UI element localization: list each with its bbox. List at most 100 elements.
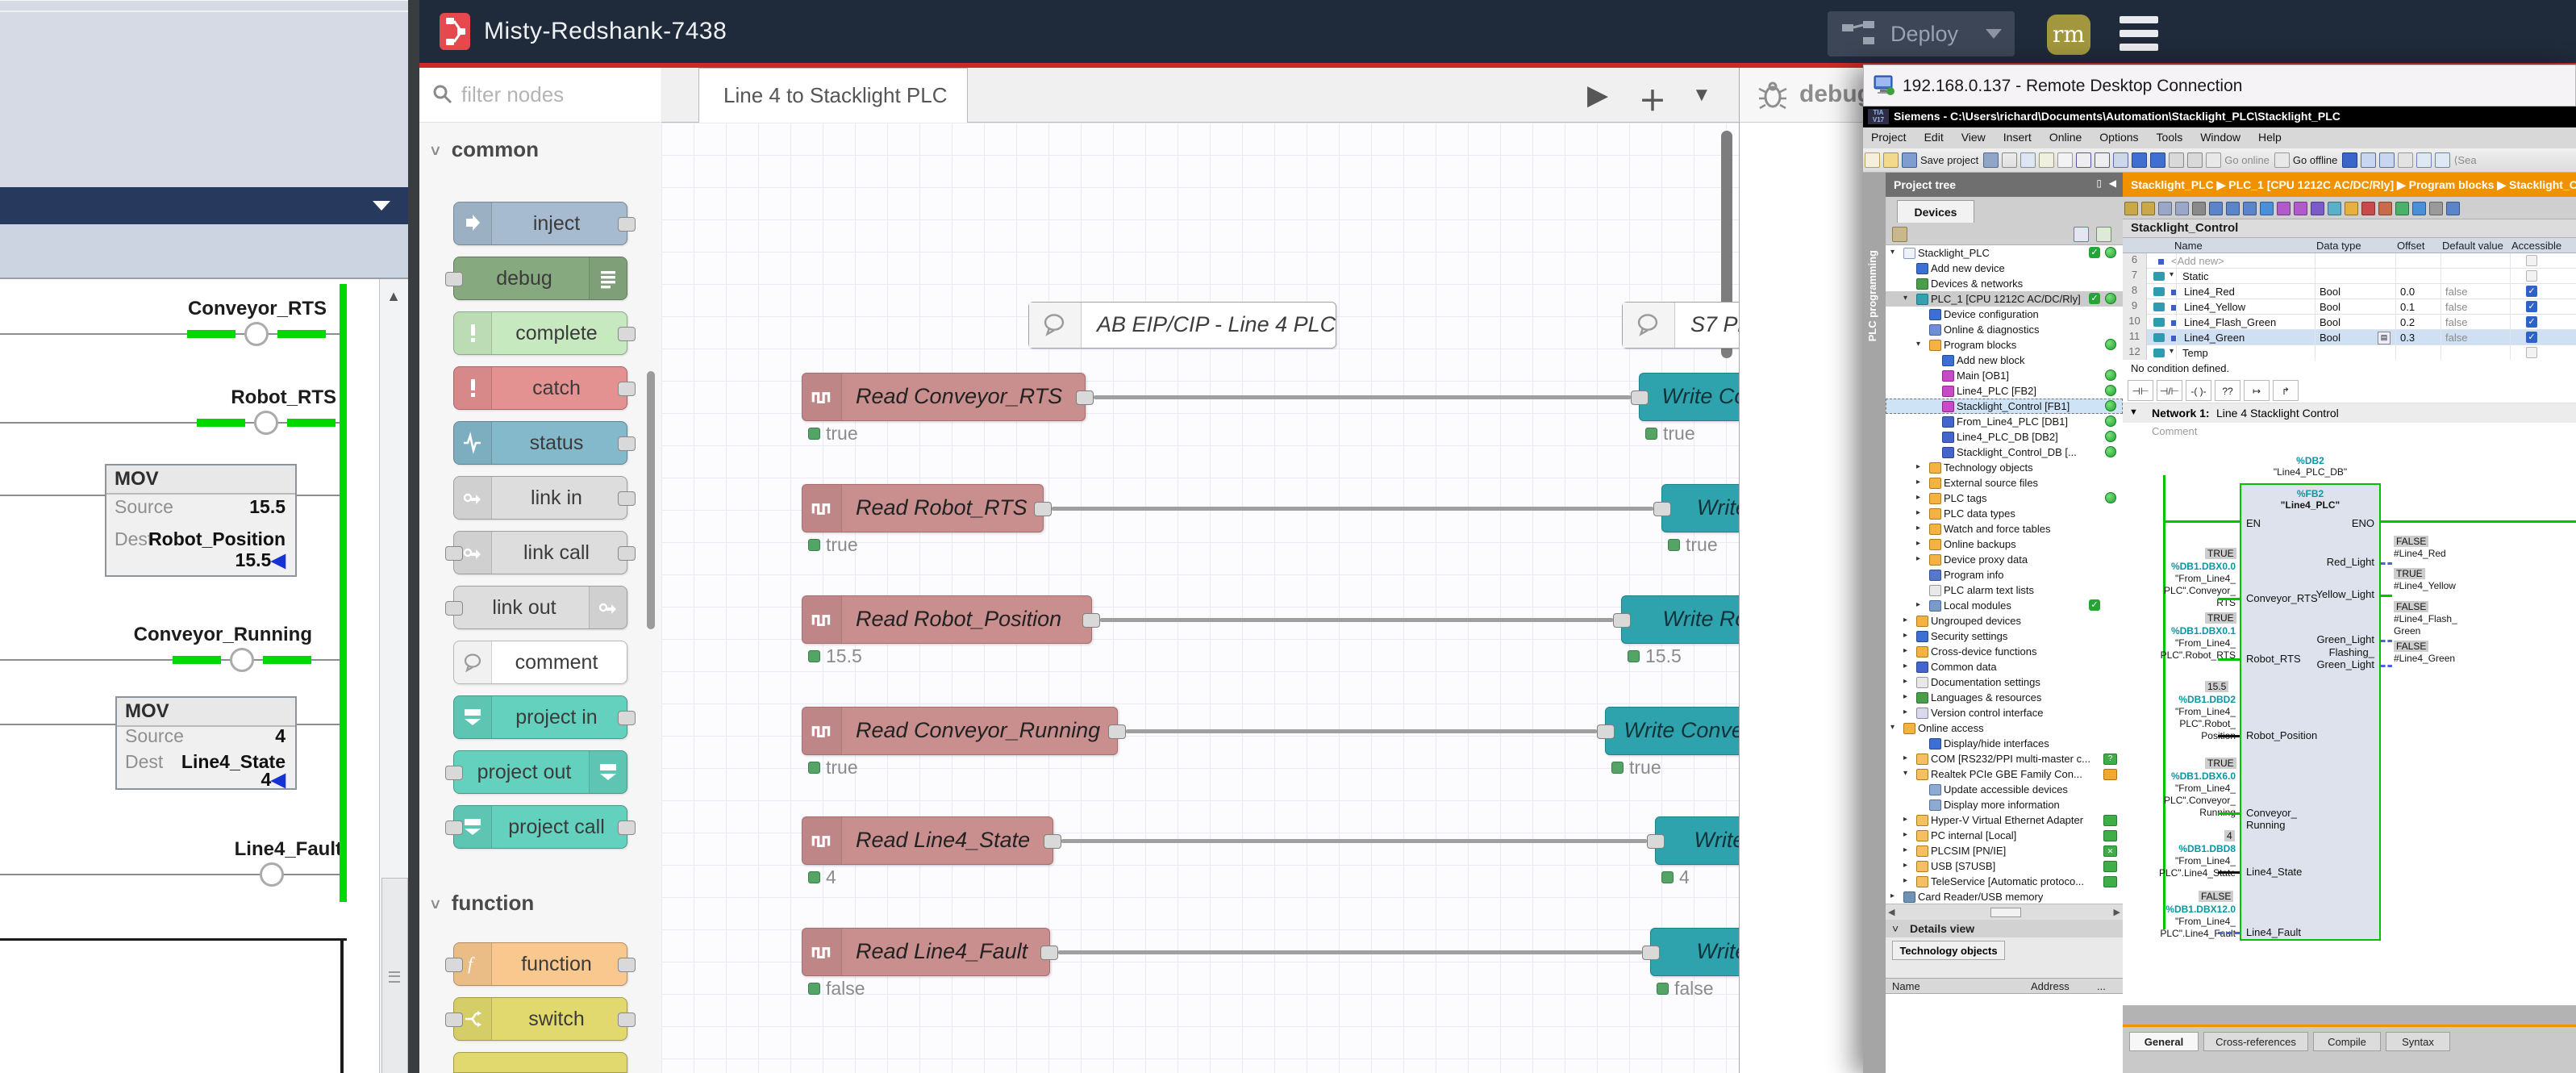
- tree-item-stacklight-control-fb1-[interactable]: Stacklight_Control [FB1]: [1886, 399, 2123, 414]
- paste-icon[interactable]: [2039, 152, 2054, 168]
- editor-tool-icon[interactable]: [2395, 202, 2409, 215]
- start-cpu-icon[interactable]: [2169, 152, 2184, 168]
- editor-tool-icon[interactable]: [2429, 202, 2443, 215]
- editor-tool-icon[interactable]: [2294, 202, 2307, 215]
- editor-tool-icon[interactable]: [2158, 202, 2172, 215]
- mov-instruction[interactable]: MOVSource4DestLine4_State4◀: [115, 696, 297, 790]
- editor-tool-icon[interactable]: [2446, 202, 2460, 215]
- tree-item-cross-device-functions[interactable]: ▸Cross-device functions: [1886, 644, 2123, 659]
- output-coil[interactable]: [230, 648, 254, 672]
- menu-project[interactable]: Project: [1871, 131, 1907, 144]
- tree-item-line4-plc-db-db2-[interactable]: Line4_PLC_DB [DB2]: [1886, 429, 2123, 445]
- go-online-label[interactable]: Go online: [2224, 154, 2270, 166]
- tree-item-devices-networks[interactable]: Devices & networks: [1886, 276, 2123, 291]
- output-coil[interactable]: [254, 411, 278, 435]
- upload-icon[interactable]: [2150, 152, 2165, 168]
- accessible-checkbox[interactable]: [2526, 347, 2537, 358]
- node-output-port[interactable]: [618, 217, 636, 232]
- tree-item-plc-1-cpu-1212c-ac-dc-rly-[interactable]: ▾PLC_1 [CPU 1212C AC/DC/Rly]✓: [1886, 291, 2123, 307]
- expander-icon[interactable]: ▸: [1916, 478, 1920, 486]
- node-output-port[interactable]: [1108, 724, 1126, 739]
- write-node[interactable]: Write Robot_RTS: [1661, 484, 1739, 532]
- palette-node-debug[interactable]: debug: [453, 257, 627, 300]
- node-output-port[interactable]: [1076, 390, 1094, 405]
- editor-tool-icon[interactable]: [2378, 202, 2392, 215]
- expander-icon[interactable]: ▸: [1916, 493, 1920, 502]
- expander-icon[interactable]: ▾: [2170, 270, 2174, 279]
- column-data-type[interactable]: Data type: [2316, 240, 2361, 252]
- window-split2-icon[interactable]: [2379, 152, 2395, 168]
- avatar[interactable]: rm: [2047, 15, 2090, 55]
- expander-icon[interactable]: ▸: [1916, 600, 1920, 609]
- tree-item-add-new-block[interactable]: Add new block: [1886, 353, 2123, 368]
- expander-icon[interactable]: ▸: [1903, 662, 1907, 670]
- menu-icon[interactable]: [2120, 16, 2158, 53]
- download-icon[interactable]: [2132, 152, 2147, 168]
- palette-node-project-call[interactable]: project call: [453, 805, 627, 849]
- tia-title-bar[interactable]: TIA V17 Siemens - C:\Users\richard\Docum…: [1863, 106, 2576, 127]
- tree-item-main-ob1-[interactable]: Main [OB1]: [1886, 368, 2123, 383]
- expander-icon[interactable]: ▸: [1916, 524, 1920, 532]
- print-icon[interactable]: [1983, 152, 1999, 168]
- go-online-plug-icon[interactable]: [2206, 152, 2221, 168]
- write-node[interactable]: Write Line4_Fault: [1650, 928, 1739, 976]
- palette-node-function[interactable]: ffunction: [453, 942, 627, 986]
- project-tree-hscrollbar[interactable]: ◀ ▶: [1886, 904, 2123, 920]
- expander-icon[interactable]: ▸: [1903, 861, 1907, 870]
- menu-online[interactable]: Online: [2049, 131, 2082, 144]
- tree-item-online-backups[interactable]: ▸Online backups: [1886, 536, 2123, 552]
- tree-expand-icon[interactable]: [2096, 227, 2111, 242]
- node-output-port[interactable]: [618, 327, 636, 341]
- cut-icon[interactable]: [2002, 152, 2017, 168]
- cross-ref-icon[interactable]: [2398, 152, 2413, 168]
- ladder-canvas[interactable]: Conveyor_RTSRobot_RTSConveyor_RunningLin…: [0, 279, 379, 1073]
- palette-node-inject[interactable]: inject: [453, 202, 627, 245]
- node-output-port[interactable]: [1082, 613, 1100, 628]
- editor-tool-icon[interactable]: [2260, 202, 2274, 215]
- node-input-port[interactable]: [445, 1012, 463, 1027]
- window-split-icon[interactable]: [2361, 152, 2376, 168]
- instruction-button[interactable]: ⊣⊢: [2128, 380, 2153, 401]
- menu-options[interactable]: Options: [2099, 131, 2138, 144]
- tab-compile[interactable]: Compile: [2313, 1032, 2381, 1051]
- editor-tool-icon[interactable]: [2124, 202, 2138, 215]
- network-collapse-icon[interactable]: ▼: [2129, 407, 2138, 417]
- tree-item-local-modules[interactable]: ▸Local modules✓: [1886, 598, 2123, 613]
- scrollbar-thumb[interactable]: [1990, 908, 2021, 917]
- tree-item-online-access[interactable]: ▾Online access: [1886, 720, 2123, 736]
- tree-item-plcsim-pn-ie-[interactable]: ▸PLCSIM [PN/IE]✕: [1886, 843, 2123, 858]
- open-project-icon[interactable]: [1883, 152, 1899, 168]
- tag-row-Line4-Yellow[interactable]: 9Line4_YellowBool0.1false✓: [2123, 299, 2576, 315]
- expander-icon[interactable]: ▾: [1890, 723, 1894, 732]
- accessible-checkbox[interactable]: ✓: [2526, 301, 2537, 312]
- write-node[interactable]: Write Line4_State: [1655, 816, 1739, 865]
- column-offset[interactable]: Offset: [2397, 240, 2424, 252]
- editor-tool-icon[interactable]: [2175, 202, 2189, 215]
- tree-item-add-new-device[interactable]: Add new device: [1886, 261, 2123, 276]
- expander-icon[interactable]: ▸: [1903, 876, 1907, 885]
- palette-node-project-in[interactable]: project in: [453, 695, 627, 739]
- accessible-checkbox[interactable]: [2526, 255, 2537, 266]
- palette-node-link-in[interactable]: link in: [453, 476, 627, 520]
- tree-view-icon[interactable]: [2074, 227, 2089, 242]
- expander-icon[interactable]: ▸: [1903, 815, 1907, 824]
- tab-syntax[interactable]: Syntax: [2386, 1032, 2450, 1051]
- menu-window[interactable]: Window: [2200, 131, 2240, 144]
- copy-icon[interactable]: [2020, 152, 2036, 168]
- tab-devices[interactable]: Devices: [1897, 200, 1974, 223]
- chevron-down-icon[interactable]: ˅: [1892, 922, 1899, 935]
- node-input-port[interactable]: [1653, 502, 1671, 516]
- deploy-button[interactable]: Deploy: [1828, 11, 2015, 56]
- run-icon[interactable]: ▶: [1587, 79, 1608, 111]
- expander-icon[interactable]: ▸: [1903, 754, 1907, 762]
- new-project-icon[interactable]: [1865, 152, 1880, 168]
- save-project-label[interactable]: Save project: [1920, 154, 1978, 166]
- node-output-port[interactable]: [618, 382, 636, 396]
- tab-cross-references[interactable]: Cross-references: [2203, 1032, 2308, 1051]
- expander-icon[interactable]: ▾: [2170, 347, 2174, 356]
- editor-tool-icon[interactable]: [2243, 202, 2257, 215]
- node-input-port[interactable]: [445, 820, 463, 835]
- node-input-port[interactable]: [445, 958, 463, 972]
- split-v-icon[interactable]: [2435, 152, 2450, 168]
- tab-technology-objects[interactable]: Technology objects: [1892, 941, 2005, 960]
